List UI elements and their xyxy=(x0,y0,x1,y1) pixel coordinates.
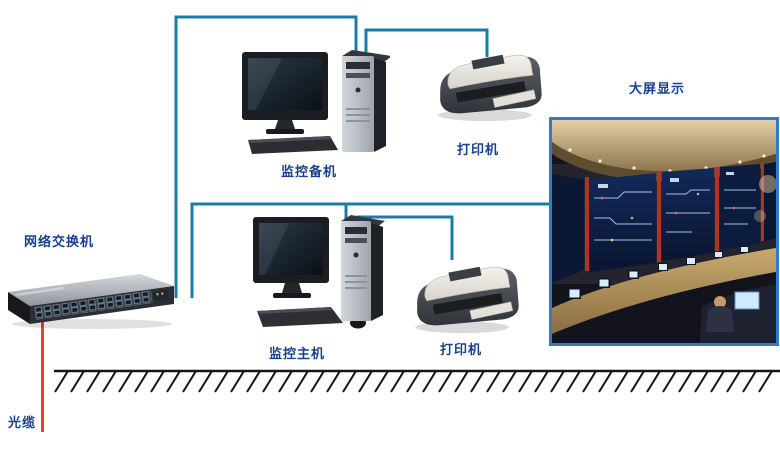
main-workstation-icon xyxy=(243,213,408,343)
backup-workstation-icon xyxy=(240,46,390,164)
control-room-photo xyxy=(549,117,779,346)
printer-bottom-label: 打印机 xyxy=(440,342,483,357)
printer-icon-bottom xyxy=(405,256,523,336)
network-switch-icon xyxy=(4,266,176,330)
main-workstation-label: 监控主机 xyxy=(269,346,326,361)
large-screen-label: 大屏显示 xyxy=(629,81,686,96)
fiber-cable-line xyxy=(41,318,44,432)
printer-icon-top xyxy=(428,44,546,124)
switch-label: 网络交换机 xyxy=(24,234,95,249)
printer-top-label: 打印机 xyxy=(457,142,500,157)
fiber-cable-label: 光缆 xyxy=(8,415,37,430)
backup-workstation-label: 监控备机 xyxy=(281,164,338,179)
